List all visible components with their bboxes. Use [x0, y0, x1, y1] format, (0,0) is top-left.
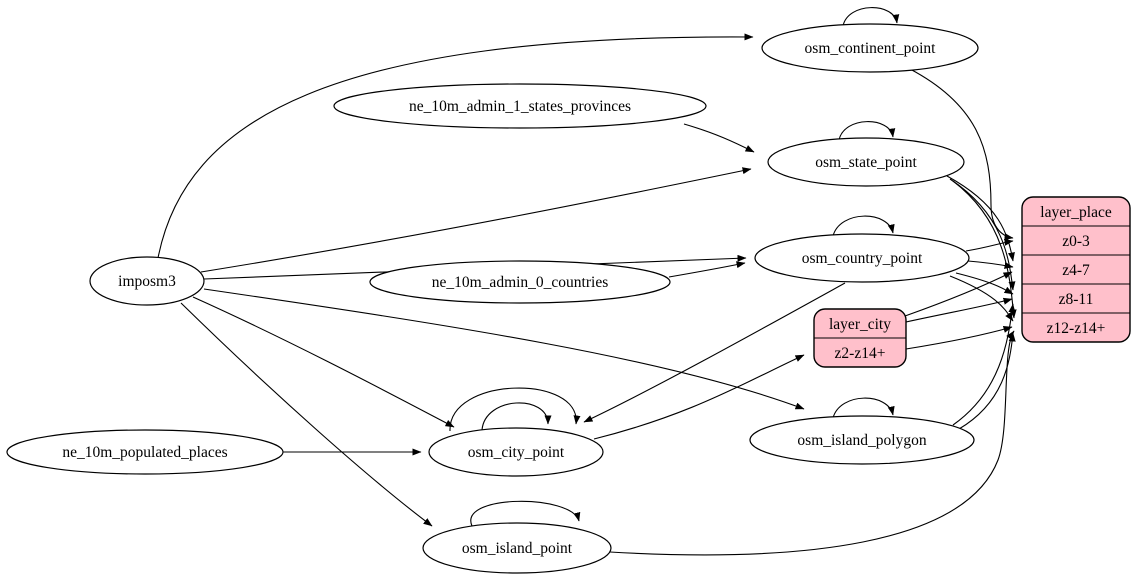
osm-country-label: osm_country_point [802, 250, 923, 267]
layer-place-row-z0-3: z0-3 [1062, 233, 1090, 250]
edge-imposm3-state [200, 167, 752, 273]
ne-states-shape [333, 83, 707, 129]
self-loop-island-polygon [832, 397, 895, 419]
imposm3-shape [89, 256, 205, 306]
layer-place-box [1021, 196, 1131, 343]
layer-place-row-z4-7: z4-7 [1062, 262, 1090, 279]
node-ne-10m-admin-1-states-provinces: ne_10m_admin_1_states_provinces [333, 83, 707, 129]
ne-countries-shape [369, 260, 671, 304]
edge-imposm3-continent [157, 33, 754, 259]
edge-imposm3-island-point [180, 302, 433, 527]
osm-state-label: osm_state_point [815, 154, 917, 171]
edge-ne-states-state [683, 123, 755, 153]
edge-country-z12 [949, 275, 1014, 322]
osm-city-shape [428, 427, 604, 477]
edge-imposm3-city [192, 296, 455, 428]
record-layer-place: layer_place z0-3 z4-7 z8-11 z12-z14+ [1021, 196, 1131, 343]
ne-states-label: ne_10m_admin_1_states_provinces [409, 98, 631, 115]
imposm3-label: imposm3 [118, 273, 176, 290]
osm-island-polygon-shape [749, 415, 975, 465]
osm-country-shape [754, 233, 970, 283]
node-osm-city-point: osm_city_point [428, 427, 604, 477]
osm-island-point-shape [422, 522, 612, 574]
edge-polygon-z12 [958, 332, 1016, 430]
layer-place-title: layer_place [1040, 204, 1112, 221]
edge-state-z4-7 [946, 175, 1015, 262]
layer-place-row-z12-z14: z12-z14+ [1047, 320, 1106, 337]
edge-polygon-z8-11 [952, 303, 1016, 426]
ne-countries-label: ne_10m_admin_0_countries [432, 274, 609, 291]
node-osm-island-polygon: osm_island_polygon [749, 415, 975, 465]
osm-continent-label: osm_continent_point [805, 40, 937, 57]
node-ne-10m-admin-0-countries: ne_10m_admin_0_countries [369, 260, 671, 304]
edge-group [157, 7, 1017, 556]
edge-layer-city-z12 [905, 325, 1013, 350]
self-loop-city-outer [449, 387, 581, 432]
self-loop-city-inner [481, 402, 552, 431]
osm-island-point-label: osm_island_point [462, 540, 573, 557]
edge-imposm3-island-polygon [203, 288, 805, 410]
node-osm-country-point: osm_country_point [754, 233, 970, 283]
ne-populated-label: ne_10m_populated_places [62, 444, 227, 461]
node-osm-state-point: osm_state_point [767, 137, 965, 187]
edge-country-z0-3 [965, 238, 1014, 252]
record-layer-city: layer_city z2-z14+ [813, 308, 907, 368]
self-loop-continent [842, 7, 900, 27]
node-osm-continent-point: osm_continent_point [761, 23, 979, 73]
layer-place-row-z8-11: z8-11 [1059, 291, 1094, 308]
node-imposm3: imposm3 [89, 256, 205, 306]
edge-country-z8-11 [955, 272, 1014, 295]
edge-continent-z0-3 [909, 68, 1014, 241]
osm-state-shape [767, 137, 965, 187]
edge-layer-city-z8-11 [905, 297, 1013, 323]
osm-city-label: osm_city_point [468, 444, 565, 461]
edge-country-z4-7 [967, 260, 1014, 269]
layer-city-title: layer_city [829, 316, 891, 333]
edge-ne-countries-country [668, 261, 746, 278]
self-loop-country [832, 215, 895, 237]
node-ne-10m-populated-places: ne_10m_populated_places [6, 429, 284, 475]
edge-island-point-z12 [609, 330, 1015, 556]
self-loop-island-point [470, 500, 581, 527]
self-loop-state [838, 121, 896, 141]
edge-city-layer-city [593, 354, 805, 440]
ne-populated-shape [6, 429, 284, 475]
osm-continent-shape [761, 23, 979, 73]
edge-layer-city-z4-7 [904, 271, 1013, 317]
edge-country-city [583, 282, 846, 423]
node-osm-island-point: osm_island_point [422, 522, 612, 574]
osm-island-polygon-label: osm_island_polygon [797, 432, 926, 449]
layer-city-row-z2-z14: z2-z14+ [835, 345, 886, 362]
